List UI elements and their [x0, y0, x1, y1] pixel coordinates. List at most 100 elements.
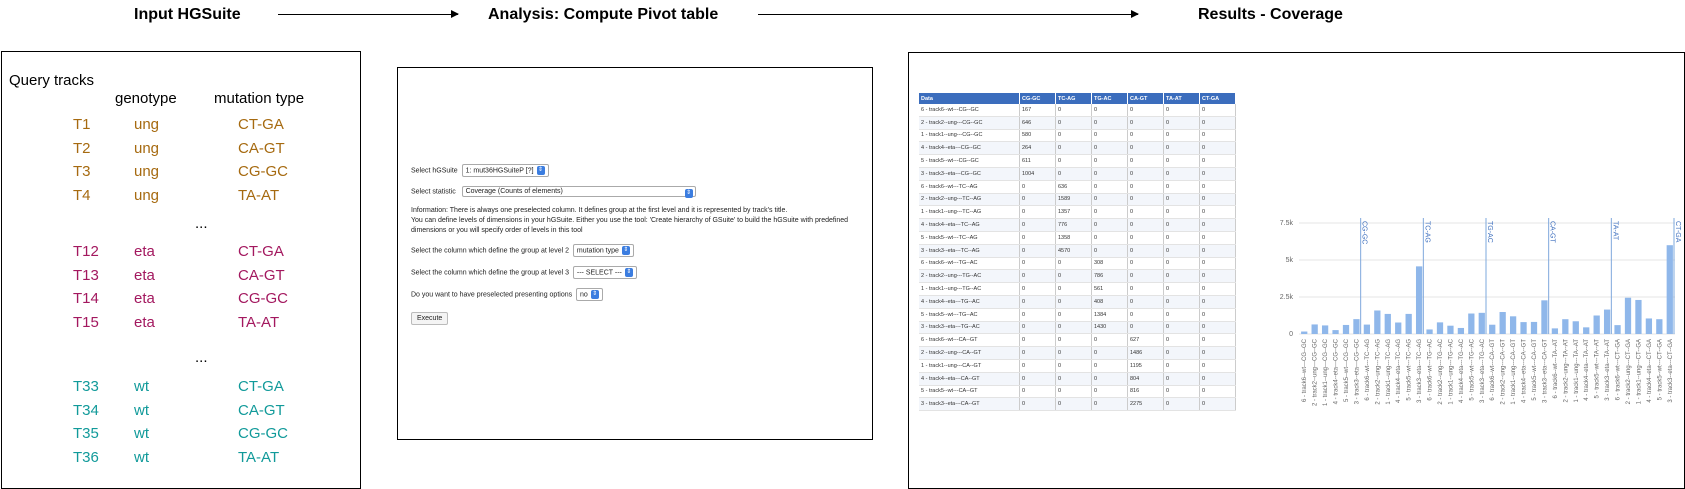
x-tick-label: 1 - track1--ung---TC--AG [1386, 339, 1392, 405]
value-cell: 0 [1199, 104, 1236, 117]
x-tick-label: 1 - track1--ung---TA--AT [1574, 339, 1580, 403]
bar [1666, 245, 1673, 334]
group-label: TC-AG [1423, 221, 1430, 243]
info-line-2: You can define levels of dimensions in y… [411, 217, 849, 224]
group-label: CT-GA [1674, 221, 1681, 243]
track-name: T15 [73, 313, 99, 331]
genotype-header: genotype [115, 90, 177, 107]
bar [1603, 309, 1611, 334]
bar [1541, 300, 1548, 334]
x-tick-label: 5 - track5--wt---CT--GA [1657, 339, 1663, 400]
bar [1332, 330, 1339, 334]
value-cell: 627 [1127, 333, 1164, 348]
bar [1562, 319, 1569, 334]
row-label-cell: 4 - track4--eta---TC--AG [919, 218, 1020, 232]
group-label: TG-AC [1486, 221, 1493, 243]
row-label-cell: 5 - track5--wt---CA--GT [919, 385, 1020, 399]
hgsuite-label: Select hGSuite [411, 167, 458, 175]
column-header[interactable]: TC-AG [1055, 93, 1092, 104]
query-tracks-label: Query tracks [9, 72, 95, 89]
x-tick-label: 3 - track3--eta---CG--GC [1354, 338, 1360, 404]
value-cell: 0 [1199, 333, 1236, 348]
hgsuite-value: 1: mut36HGSuiteP [?] [465, 167, 534, 175]
value-cell: 0 [1199, 295, 1236, 309]
x-tick-label: 4 - track4--eta---CG--GC [1334, 338, 1340, 404]
info-line-1: Information: There is always one presele… [411, 207, 788, 214]
y-tick-label: 5k [1286, 257, 1294, 264]
value-cell: 0 [1055, 372, 1092, 386]
value-cell: 0 [1163, 385, 1200, 399]
value-cell: 0 [1019, 321, 1056, 335]
statistic-select[interactable]: Coverage (Counts of elements)⇕ [461, 186, 696, 198]
column-header[interactable]: Data [919, 93, 1020, 104]
column-header[interactable]: TG-AC [1091, 93, 1128, 104]
value-cell: 0 [1055, 167, 1092, 181]
x-tick-label: 5 - track5--wt---TC--AG [1407, 339, 1413, 401]
value-cell: 0 [1055, 104, 1092, 117]
hgsuite-select[interactable]: 1: mut36HGSuiteP [?]⇕ [461, 164, 549, 177]
row-label-cell: 3 - track3--eta---CG--GC [919, 167, 1020, 181]
column-header[interactable]: TA-AT [1163, 93, 1200, 104]
bar [1301, 331, 1308, 334]
track-name: T3 [73, 163, 91, 180]
level3-select[interactable]: --- SELECT ---⇕ [572, 266, 637, 279]
x-tick-label: 6 - track6--wt---TG--AC [1428, 338, 1434, 400]
present-label: Do you want to have preselected presenti… [411, 291, 573, 299]
value-cell: 0 [1127, 116, 1164, 130]
value-cell: 0 [1199, 129, 1236, 143]
track-mutation: CG-GC [238, 163, 288, 180]
value-cell: 0 [1019, 397, 1056, 412]
track-mutation: TA-AT [238, 313, 280, 331]
present-value: no [580, 291, 588, 299]
bar [1520, 322, 1527, 334]
ellipsis-1: ... [195, 215, 208, 232]
column-header[interactable]: CG-GC [1019, 93, 1056, 104]
value-cell: 408 [1091, 295, 1128, 309]
x-tick-label: 3 - track3--eta---CA--GT [1542, 339, 1548, 403]
value-cell: 0 [1127, 244, 1164, 258]
x-tick-label: 2 - track2--ung---CA--GT [1501, 339, 1507, 405]
x-tick-label: 4 - track4--eta---TG--AC [1459, 338, 1465, 403]
value-cell: 0 [1163, 167, 1200, 181]
value-cell: 0 [1019, 385, 1056, 399]
bar [1311, 324, 1318, 334]
bar [1656, 319, 1663, 334]
value-cell: 0 [1163, 308, 1200, 322]
y-tick-label: 2.5k [1280, 294, 1294, 301]
value-cell: 0 [1199, 308, 1236, 322]
x-tick-label: 6 - track6--wt---TC--AG [1365, 339, 1371, 401]
track-name: T1 [73, 116, 91, 133]
value-cell: 0 [1055, 333, 1092, 348]
track-genotype: wt [134, 401, 149, 419]
bar [1478, 312, 1485, 334]
present-select[interactable]: no⇕ [576, 288, 603, 301]
value-cell: 0 [1199, 346, 1236, 360]
level2-select[interactable]: mutation type⇕ [572, 244, 634, 257]
value-cell: 1430 [1091, 321, 1128, 335]
value-cell: 0 [1127, 231, 1164, 245]
value-cell: 1486 [1127, 346, 1164, 360]
x-tick-label: 4 - track4--eta---CT--GA [1647, 339, 1653, 403]
column-header[interactable]: CA-GT [1127, 93, 1164, 104]
chevron-down-icon: ⇕ [684, 189, 693, 198]
value-cell: 646 [1019, 116, 1056, 130]
track-genotype: ung [134, 116, 160, 133]
column-header[interactable]: CT-GA [1199, 93, 1236, 104]
value-cell: 0 [1163, 257, 1200, 271]
value-cell: 0 [1055, 154, 1092, 168]
value-cell: 0 [1199, 180, 1236, 194]
row-label-cell: 2 - track2--ung---CG--GC [919, 116, 1020, 130]
bar [1593, 315, 1600, 334]
bar [1457, 327, 1465, 334]
execute-button[interactable]: Execute [411, 312, 449, 325]
